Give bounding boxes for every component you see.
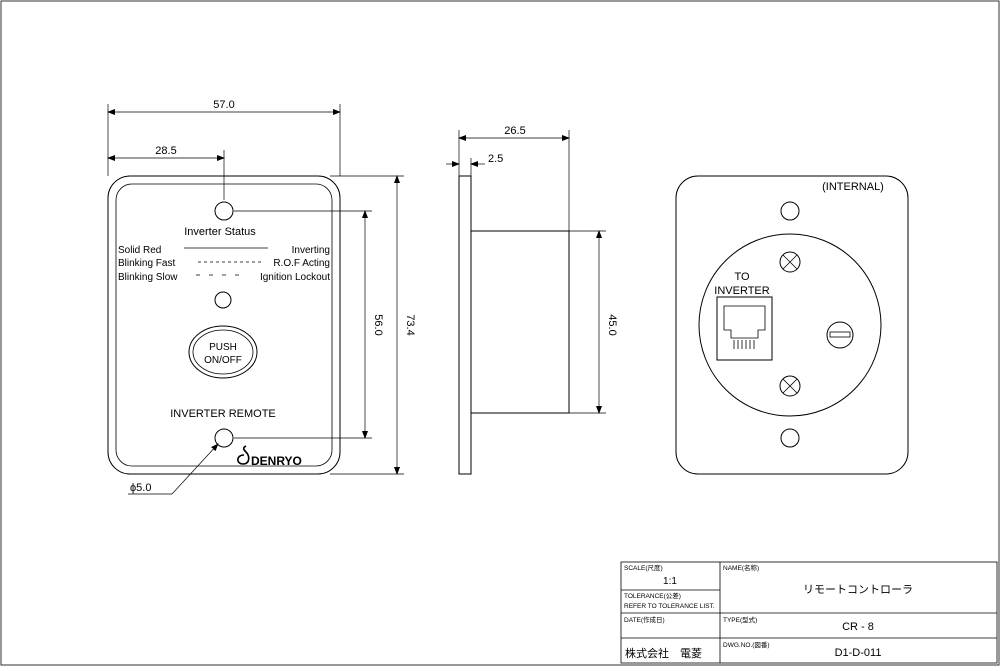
legend-right-3: Ignition Lockout: [260, 272, 330, 283]
screw-icon: [779, 251, 801, 273]
back-body-circle: [698, 233, 882, 417]
front-view: Inverter Status Solid Red Inverting Blin…: [107, 99, 416, 495]
legend-right-1: Inverting: [292, 245, 330, 256]
name-label: NAME(名称): [723, 563, 759, 572]
dim-hole: ϕ5.0: [130, 482, 151, 494]
type-label: TYPE(型式): [723, 615, 757, 624]
dwg-value: D1-D-011: [835, 647, 882, 659]
tolerance-label: TOLERANCE(公差): [624, 591, 681, 600]
back-top-hole: [780, 201, 800, 221]
back-view: (INTERNAL) TO INVERTER: [675, 175, 909, 475]
rj-connector-icon: [716, 296, 773, 361]
internal-label: (INTERNAL): [822, 181, 884, 193]
date-label: DATE(作成日): [624, 615, 665, 624]
push-button[interactable]: [188, 325, 258, 379]
dim-body: 45.0: [606, 314, 618, 335]
push-button-label-2: ON/OFF: [204, 355, 242, 366]
dim-plate: 2.5: [488, 153, 503, 165]
scale-value: 1:1: [663, 576, 677, 587]
title-block: SCALE(尺度) 1:1 TOLERANCE(公差) REFER TO TOL…: [620, 561, 998, 664]
scale-label: SCALE(尺度): [624, 563, 663, 572]
dim-half: 28.5: [155, 145, 176, 157]
push-button-label-1: PUSH: [209, 342, 237, 353]
inverter-label: INVERTER: [714, 285, 769, 297]
side-plate: [458, 175, 472, 475]
dim-height: 73.4: [404, 314, 416, 335]
dim-depth: 26.5: [504, 125, 525, 137]
remote-label: INVERTER REMOTE: [170, 408, 276, 420]
back-bottom-hole: [780, 428, 800, 448]
screw-icon: [779, 375, 801, 397]
type-value: CR - 8: [842, 621, 874, 633]
name-value: リモートコントローラ: [803, 584, 913, 596]
back-plate: [675, 175, 909, 475]
to-label: TO: [734, 271, 750, 283]
legend-left-1: Solid Red: [118, 245, 161, 256]
denryo-logo-icon: [237, 445, 250, 465]
dim-width: 57.0: [213, 99, 234, 111]
bottom-mount-hole: [214, 428, 234, 448]
dim-hole-pitch: 56.0: [372, 314, 384, 335]
adjuster-icon: [826, 321, 854, 349]
dwg-label: DWG.NO.(図番): [723, 641, 770, 649]
company-name: 株式会社 電菱: [625, 646, 702, 660]
status-title: Inverter Status: [184, 226, 256, 238]
legend-left-2: Blinking Fast: [118, 258, 175, 269]
side-body: [470, 230, 570, 414]
push-button-inner: [192, 329, 254, 375]
legend-left-3: Blinking Slow: [118, 272, 178, 283]
brand-name: DENRYO: [251, 454, 302, 468]
status-led: [214, 291, 232, 309]
top-mount-hole: [214, 201, 234, 221]
tolerance-note: REFER TO TOLERANCE LIST.: [624, 603, 715, 610]
legend-right-2: R.O.F Acting: [273, 258, 330, 269]
side-view: 26.5 2.5 45.0: [446, 125, 618, 475]
